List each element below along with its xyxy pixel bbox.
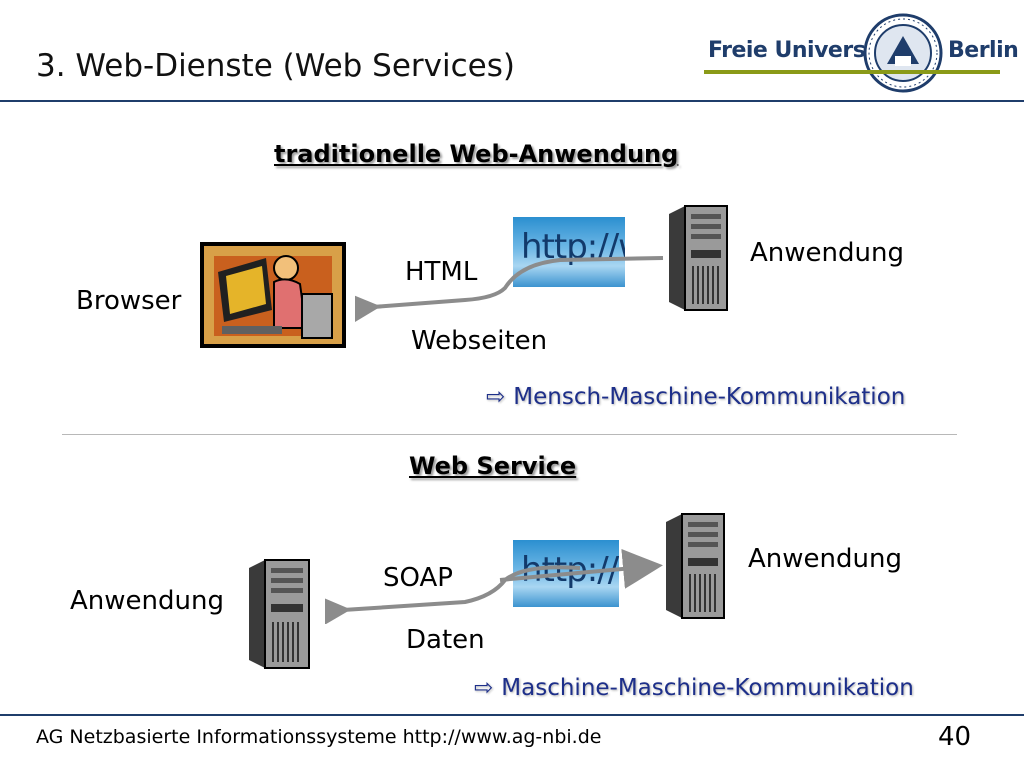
slide-title: 3. Web-Dienste (Web Services) (36, 48, 515, 84)
section-heading-webservice: Web Service (409, 452, 577, 480)
server-icon (666, 513, 725, 619)
server-label-traditional: Anwendung (750, 238, 904, 268)
note-human-machine: ⇨ Mensch-Maschine-Kommunikation (486, 384, 905, 410)
client-server-icon (249, 559, 310, 669)
university-seal-icon (863, 13, 943, 93)
protocol-label-html: HTML (405, 257, 478, 287)
footer-rule (0, 714, 1024, 716)
payload-label-daten: Daten (406, 625, 485, 655)
protocol-label-soap: SOAP (383, 563, 453, 593)
note-machine-machine-text: Maschine-Maschine-Kommunikation (501, 675, 914, 701)
browser-label: Browser (76, 286, 182, 316)
browser-user-icon (200, 242, 346, 348)
exchange-arrow-webservice (325, 548, 663, 624)
section-heading-traditional: traditionelle Web-Anwendung (274, 140, 679, 168)
payload-label-webseiten: Webseiten (411, 326, 548, 356)
page-number: 40 (938, 722, 972, 752)
note-human-machine-text: Mensch-Maschine-Kommunikation (513, 384, 906, 410)
server-icon (669, 205, 728, 311)
university-logo: Freie Universität Berlin (704, 12, 1019, 108)
server-label-webservice: Anwendung (748, 544, 902, 574)
client-label-webservice: Anwendung (70, 586, 224, 616)
title-underline (0, 100, 1024, 102)
right-arrow-icon: ⇨ (474, 675, 494, 701)
section-divider (62, 434, 957, 435)
right-arrow-icon: ⇨ (486, 384, 506, 410)
response-arrow-traditional (355, 256, 664, 325)
logo-underline (704, 70, 1000, 74)
note-machine-machine: ⇨ Maschine-Maschine-Kommunikation (474, 675, 914, 701)
logo-text-right: Berlin (948, 38, 1019, 63)
footer-text: AG Netzbasierte Informationssysteme http… (36, 726, 602, 748)
